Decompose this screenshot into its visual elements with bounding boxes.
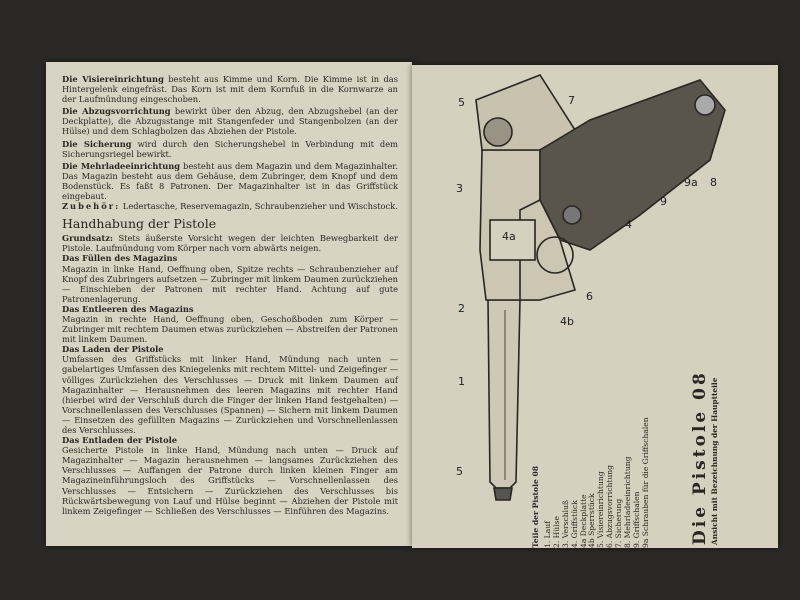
part-item: 9a Schrauben für die Griffschalen bbox=[640, 417, 650, 548]
subheading: Das Entladen der Pistole bbox=[62, 435, 178, 446]
term: Zubehör: bbox=[62, 201, 121, 212]
label-2: 2 bbox=[458, 302, 465, 315]
section-text: Umfassen des Griffstücks mit linker Hand… bbox=[62, 354, 398, 435]
barrel bbox=[487, 299, 521, 489]
term: Die Mehrladeeinrichtung bbox=[62, 160, 181, 171]
section-text: Gesicherte Pistole in linke Hand, Mündun… bbox=[62, 445, 398, 516]
label-3: 3 bbox=[456, 182, 463, 195]
text: besteht aus Kimme und Korn. Die Kimme is… bbox=[62, 74, 398, 105]
parts-heading: Teile der Pistole 08 bbox=[531, 465, 540, 548]
label-5-front: 5 bbox=[456, 465, 463, 478]
subheading: Das Laden der Pistole bbox=[62, 344, 164, 355]
side-plate bbox=[489, 219, 536, 261]
label-5: 5 bbox=[458, 96, 465, 109]
trigger-guard bbox=[536, 236, 574, 274]
diagram-title: Die Pistole 08 bbox=[690, 370, 710, 545]
term: Die Sicherung bbox=[62, 138, 132, 149]
grip-screw bbox=[562, 205, 582, 225]
para-abzug: Die Abzugsvorrichtung bewirkt über den A… bbox=[62, 106, 398, 136]
front-sight bbox=[493, 487, 513, 501]
section-text: Magazin in linke Hand, Oeffnung oben, Sp… bbox=[62, 263, 398, 304]
diagram-labels: 5 7 3 2 4a 4b 6 1 4 9 9a 8 5 bbox=[456, 94, 717, 478]
label-4a: 4a bbox=[502, 230, 516, 243]
diagram-subtitle: Ansicht mit Bezeichnung der Hauptteile bbox=[710, 377, 719, 545]
diagram-title-block: Die Pistole 08 Ansicht mit Bezeichnung d… bbox=[690, 365, 720, 545]
section-text: Magazin in rechte Hand, Oeffnung oben, G… bbox=[62, 313, 398, 345]
term: Die Abzugsvorrichtung bbox=[62, 106, 171, 117]
section-heading: Handhabung der Pistole bbox=[62, 216, 217, 232]
label-4b: 4b bbox=[560, 315, 574, 328]
text: Stets äußerste Vorsicht wegen der leicht… bbox=[62, 233, 398, 254]
left-page-text: Die Visiereinrichtung besteht aus Kimme … bbox=[62, 74, 398, 516]
para-visier: Die Visiereinrichtung besteht aus Kimme … bbox=[62, 74, 398, 104]
subheading: Das Entleeren des Magazins bbox=[62, 303, 194, 314]
label-9: 9 bbox=[660, 195, 667, 208]
label-8: 8 bbox=[710, 176, 717, 189]
text: wird durch den Sicherungshebel in Verbin… bbox=[62, 138, 399, 159]
label-9a: 9a bbox=[684, 176, 698, 189]
subheading: Das Füllen des Magazins bbox=[62, 253, 178, 264]
para-zubehoer: Zubehör: Ledertasche, Reservemagazin, Sc… bbox=[62, 201, 398, 211]
text: Ledertasche, Reservemagazin, Schraubenzi… bbox=[120, 201, 398, 212]
label-1: 1 bbox=[458, 375, 465, 388]
para-mehrlade: Die Mehrladeeinrichtung besteht aus dem … bbox=[62, 161, 398, 201]
label-7: 7 bbox=[568, 94, 575, 107]
left-page: Die Visiereinrichtung besteht aus Kimme … bbox=[46, 62, 412, 546]
label-4: 4 bbox=[625, 218, 632, 231]
parts-list: Teile der Pistole 08 1. Lauf 2. Hülse 3.… bbox=[531, 368, 651, 548]
term: Die Visiereinrichtung bbox=[62, 74, 164, 84]
term: Grundsatz: bbox=[62, 233, 113, 244]
grip-screw-top bbox=[694, 94, 716, 116]
toggle-knob bbox=[483, 117, 513, 147]
para-grundsatz: Grundsatz: Stets äußerste Vorsicht wegen… bbox=[62, 233, 398, 253]
para-sicherung: Die Sicherung wird durch den Sicherungsh… bbox=[62, 139, 398, 159]
label-6: 6 bbox=[586, 290, 593, 303]
text: bewirkt über den Abzug, den Abzugshebel … bbox=[62, 106, 398, 137]
text: besteht aus dem Magazin und dem Magazinh… bbox=[62, 160, 398, 202]
